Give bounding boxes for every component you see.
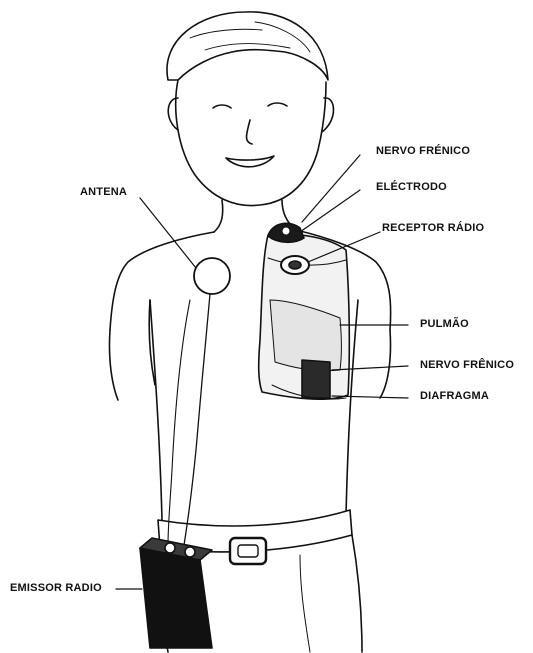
label-nervo-frenico-bottom: NERVO FRÊNICO bbox=[420, 359, 514, 371]
left-arm bbox=[109, 330, 118, 400]
antenna-disc bbox=[194, 258, 230, 294]
torso-left bbox=[150, 300, 162, 520]
label-emissor-radio: EMISSOR RADIO bbox=[10, 582, 102, 594]
label-pulmao: PULMÃO bbox=[420, 318, 469, 330]
antenna-wire bbox=[184, 294, 210, 545]
label-antena: ANTENA bbox=[80, 186, 127, 198]
mouth bbox=[226, 156, 274, 167]
leader-antena bbox=[140, 198, 196, 268]
right-arm bbox=[380, 330, 391, 398]
diaphragm-organ bbox=[302, 360, 330, 398]
emitter-box bbox=[140, 548, 212, 648]
label-diafragma: DIAFRAGMA bbox=[420, 390, 489, 402]
label-electrodo: ELÉCTRODO bbox=[376, 181, 447, 193]
label-receptor-radio: RECEPTOR RÁDIO bbox=[382, 222, 484, 234]
eye-right bbox=[268, 103, 287, 106]
head bbox=[176, 80, 326, 206]
belt-buckle bbox=[230, 538, 266, 564]
leader-nervo-top bbox=[302, 155, 360, 222]
label-nervo-frenico-top: NERVO FRÉNICO bbox=[376, 145, 470, 157]
eye-left bbox=[213, 105, 231, 108]
jeans-right bbox=[352, 535, 362, 652]
leader-electrodo bbox=[300, 190, 360, 232]
hair bbox=[167, 12, 328, 80]
